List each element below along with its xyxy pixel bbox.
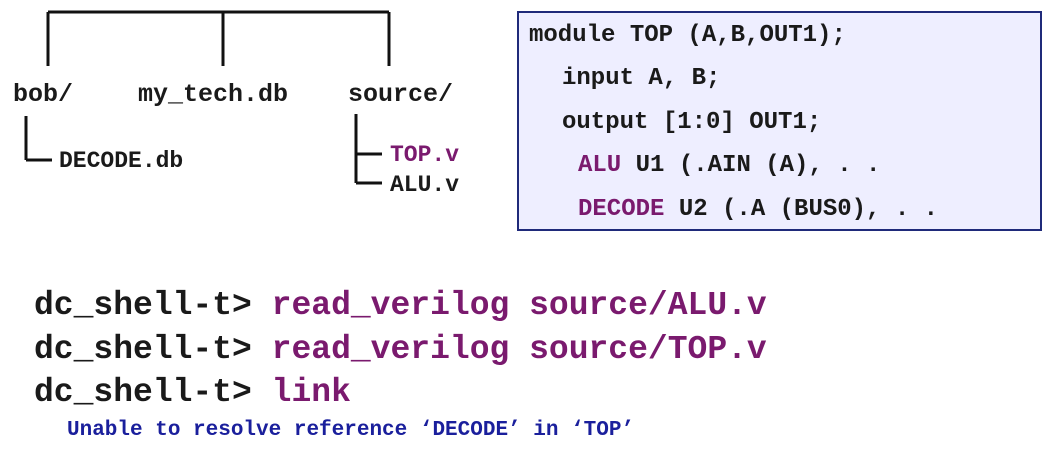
shell-command-line-2: dc_shell-t> read_verilog source/TOP.v bbox=[34, 331, 767, 369]
code-module-line: module TOP (A,B,OUT1); bbox=[529, 22, 846, 49]
code-alu-instance-rest: U1 (.AIN (A), . . bbox=[621, 152, 881, 179]
dir-my-tech-db: my_tech.db bbox=[138, 80, 289, 109]
dir-bob: bob/ bbox=[13, 80, 74, 109]
file-top-v: TOP.v bbox=[390, 142, 460, 168]
dir-source: source/ bbox=[348, 80, 454, 109]
shell-prompt: dc_shell-t> bbox=[34, 287, 252, 324]
code-decode-instance-line: DECODE U2 (.A (BUS0), . . bbox=[578, 196, 938, 224]
code-alu-instance-line: ALU U1 (.AIN (A), . . bbox=[578, 152, 880, 180]
shell-prompt: dc_shell-t> bbox=[34, 331, 252, 368]
file-decode-db: DECODE.db bbox=[59, 148, 184, 174]
shell-command: read_verilog source/ALU.v bbox=[271, 287, 767, 324]
code-output-line: output [1:0] OUT1; bbox=[562, 109, 822, 136]
verilog-code-box: module TOP (A,B,OUT1); input A, B; outpu… bbox=[517, 11, 1042, 231]
code-decode-module-name: DECODE bbox=[578, 196, 665, 223]
code-decode-instance-rest: U2 (.A (BUS0), . . bbox=[664, 196, 939, 223]
file-alu-v: ALU.v bbox=[390, 172, 460, 198]
shell-command: link bbox=[271, 374, 351, 411]
code-alu-module-name: ALU bbox=[578, 152, 622, 179]
shell-error-message: Unable to resolve reference ‘DECODE’ in … bbox=[67, 419, 635, 442]
code-input-line: input A, B; bbox=[562, 65, 721, 92]
shell-prompt: dc_shell-t> bbox=[34, 374, 252, 411]
shell-command-line-3: dc_shell-t> link bbox=[34, 374, 351, 412]
shell-command-line-1: dc_shell-t> read_verilog source/ALU.v bbox=[34, 287, 767, 325]
shell-command: read_verilog source/TOP.v bbox=[271, 331, 767, 368]
